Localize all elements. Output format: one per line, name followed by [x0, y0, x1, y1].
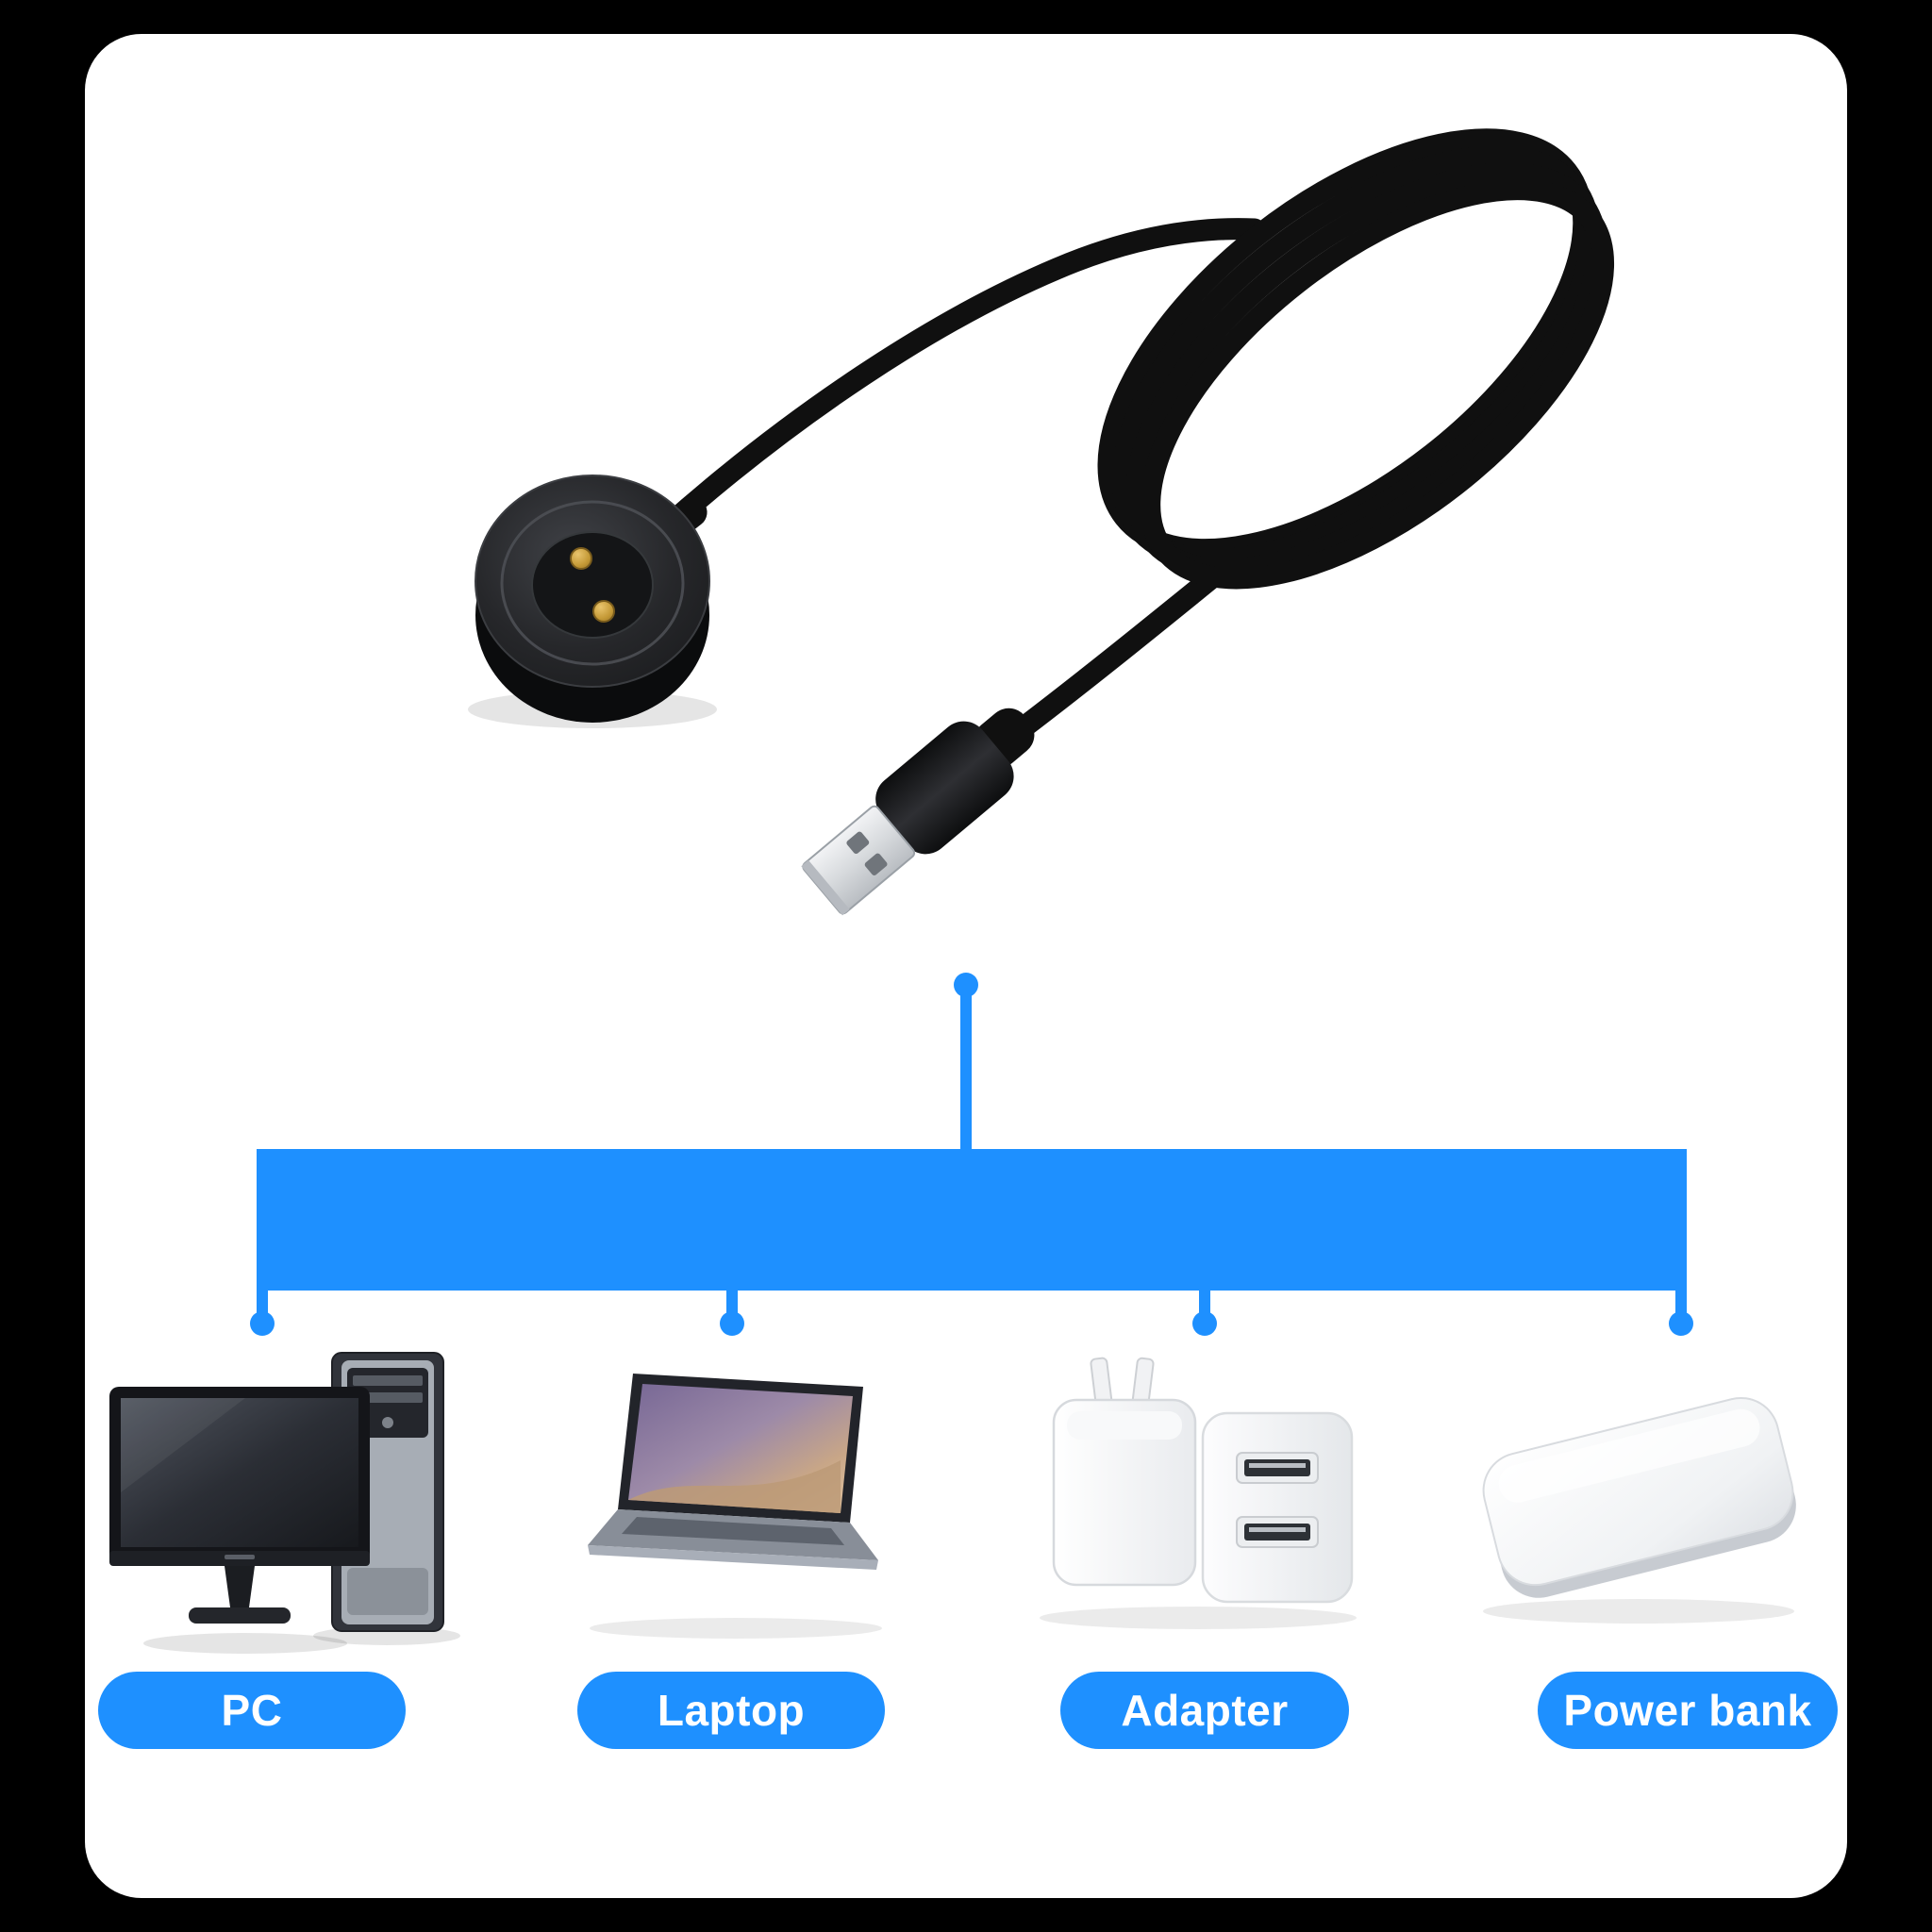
laptop-lid — [618, 1374, 863, 1523]
drop-line-powerbank — [1675, 1289, 1687, 1315]
device-label-powerbank: Power bank — [1563, 1686, 1812, 1735]
device-label-pc: PC — [221, 1686, 283, 1735]
desktop-computer-image — [104, 1332, 481, 1667]
connector-dot-adapter — [1192, 1311, 1217, 1336]
distribution-bar — [257, 1149, 1687, 1291]
connector-dot-laptop — [720, 1311, 744, 1336]
power-bank-image — [1457, 1338, 1821, 1644]
wall-charger-usb-view — [1201, 1411, 1354, 1604]
device-label-adapter: Adapter — [1121, 1686, 1289, 1735]
laptop-image — [580, 1366, 891, 1654]
connector-dot-pc — [250, 1311, 275, 1336]
adapter-drawing — [1040, 1357, 1357, 1629]
wall-charger-prongs-view — [1052, 1357, 1197, 1587]
adapter-image — [1014, 1340, 1377, 1646]
label-pill-laptop: Laptop — [577, 1672, 885, 1749]
connector-line-vertical — [960, 992, 972, 1153]
power-bank-body — [1482, 1396, 1796, 1598]
drop-line-pc — [257, 1289, 268, 1315]
usb-port — [1236, 1452, 1319, 1484]
label-pill-adapter: Adapter — [1060, 1672, 1349, 1749]
laptop-drawing — [588, 1374, 882, 1639]
pc-monitor — [109, 1387, 370, 1654]
label-pill-pc: PC — [98, 1672, 406, 1749]
desktop-computer-drawing — [109, 1352, 460, 1654]
drop-line-laptop — [726, 1289, 738, 1315]
usb-port — [1236, 1516, 1319, 1548]
drop-line-adapter — [1199, 1289, 1210, 1315]
label-pill-powerbank: Power bank — [1538, 1672, 1838, 1749]
power-bank-drawing — [1482, 1396, 1796, 1624]
device-label-laptop: Laptop — [657, 1686, 806, 1735]
connector-dot-powerbank — [1669, 1311, 1693, 1336]
laptop-base — [588, 1509, 878, 1570]
